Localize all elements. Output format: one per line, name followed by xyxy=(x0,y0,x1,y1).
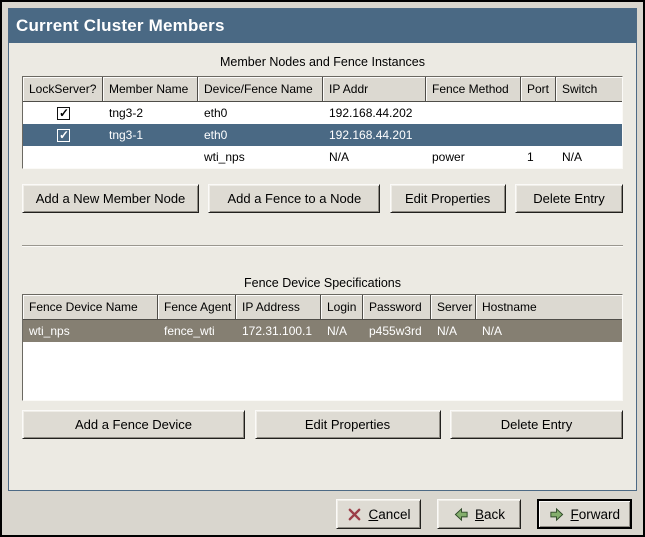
fence-device-table: Fence Device Name Fence Agent IP Address… xyxy=(22,294,623,401)
member-name-cell: tng3-2 xyxy=(109,106,144,120)
lockserver-cell xyxy=(23,146,103,168)
ip-addr-cell: 192.168.44.201 xyxy=(329,128,413,142)
member-name-cell: tng3-1 xyxy=(109,128,144,142)
member-row[interactable]: tng3-2 eth0 192.168.44.202 xyxy=(23,102,622,124)
col-server[interactable]: Server xyxy=(431,295,476,320)
lockserver-cell xyxy=(23,124,103,146)
forward-button[interactable]: Forward xyxy=(537,499,632,529)
port-cell xyxy=(521,124,556,146)
fence-agent-cell: fence_wti xyxy=(164,324,215,338)
fence-method-cell xyxy=(426,102,521,124)
add-fence-device-button[interactable]: Add a Fence Device xyxy=(22,410,245,439)
member-table: LockServer? Member Name Device/Fence Nam… xyxy=(22,76,623,169)
green-arrow-left-icon xyxy=(454,507,469,522)
lockserver-cell xyxy=(23,102,103,124)
lockserver-checkbox[interactable] xyxy=(57,106,70,120)
ip-addr-cell: N/A xyxy=(329,150,350,164)
page-title: Current Cluster Members xyxy=(9,9,636,43)
port-cell xyxy=(521,102,556,124)
col-ip-address[interactable]: IP Address xyxy=(236,295,321,320)
member-name-cell xyxy=(103,146,198,168)
device-fence-cell: wti_nps xyxy=(204,150,245,164)
edit-properties-button[interactable]: Edit Properties xyxy=(254,410,441,439)
fence-table-caption: Fence Device Specifications xyxy=(243,276,402,290)
delete-entry-button[interactable]: Delete Entry xyxy=(514,184,623,213)
col-switch[interactable]: Switch xyxy=(556,77,622,102)
col-ip-addr[interactable]: IP Addr xyxy=(323,77,426,102)
password-cell: p455w3rd xyxy=(369,324,422,338)
edit-properties-button[interactable]: Edit Properties xyxy=(389,184,506,213)
ip-addr-cell: 192.168.44.202 xyxy=(329,106,413,120)
section-separator xyxy=(22,245,623,247)
delete-entry-button[interactable]: Delete Entry xyxy=(450,410,623,439)
fence-buttons: Add a Fence Device Edit Properties Delet… xyxy=(22,410,623,439)
member-table-caption: Member Nodes and Fence Instances xyxy=(220,55,425,69)
red-x-icon xyxy=(347,507,362,522)
col-fence-agent[interactable]: Fence Agent xyxy=(158,295,236,320)
col-login[interactable]: Login xyxy=(321,295,363,320)
server-cell: N/A xyxy=(437,324,458,338)
panel-content: Member Nodes and Fence Instances LockSer… xyxy=(9,55,636,439)
ip-address-cell: 172.31.100.1 xyxy=(242,324,313,338)
main-panel: Current Cluster Members Member Nodes and… xyxy=(8,8,637,491)
fence-device-row[interactable]: wti_nps fence_wti 172.31.100.1 N/A p455w… xyxy=(23,320,622,342)
lockserver-checkbox[interactable] xyxy=(57,128,70,142)
login-cell: N/A xyxy=(327,324,348,338)
member-table-header: LockServer? Member Name Device/Fence Nam… xyxy=(23,77,622,102)
member-row[interactable]: tng3-1 eth0 192.168.44.201 xyxy=(23,124,622,146)
hostname-cell: N/A xyxy=(482,324,503,338)
col-fence-device-name[interactable]: Fence Device Name xyxy=(23,295,158,320)
col-password[interactable]: Password xyxy=(363,295,431,320)
col-fence-method[interactable]: Fence Method xyxy=(426,77,521,102)
col-member-name[interactable]: Member Name xyxy=(103,77,198,102)
cancel-label: Cancel xyxy=(368,506,411,522)
fence-table-header: Fence Device Name Fence Agent IP Address… xyxy=(23,295,622,320)
wizard-footer: Cancel Back Forward xyxy=(2,493,643,535)
col-device-fence-name[interactable]: Device/Fence Name xyxy=(198,77,323,102)
fence-device-name-cell: wti_nps xyxy=(29,324,70,338)
col-lockserver[interactable]: LockServer? xyxy=(23,77,103,102)
switch-cell: N/A xyxy=(562,150,583,164)
col-hostname[interactable]: Hostname xyxy=(476,295,622,320)
back-button[interactable]: Back xyxy=(437,499,522,529)
green-arrow-right-icon xyxy=(549,507,564,522)
member-buttons: Add a New Member Node Add a Fence to a N… xyxy=(22,184,623,213)
port-cell: 1 xyxy=(527,150,534,164)
forward-label: Forward xyxy=(570,506,620,522)
col-port[interactable]: Port xyxy=(521,77,556,102)
switch-cell xyxy=(556,102,622,124)
fence-method-cell: power xyxy=(432,150,465,164)
back-label: Back xyxy=(474,506,505,522)
device-fence-cell: eth0 xyxy=(204,106,228,120)
add-fence-to-node-button[interactable]: Add a Fence to a Node xyxy=(208,184,381,213)
device-fence-cell: eth0 xyxy=(204,128,228,142)
switch-cell xyxy=(556,124,622,146)
fence-method-cell xyxy=(426,124,521,146)
empty-table-area xyxy=(23,342,622,400)
member-row[interactable]: wti_nps N/A power 1 N/A xyxy=(23,146,622,168)
cancel-button[interactable]: Cancel xyxy=(336,499,422,529)
add-member-node-button[interactable]: Add a New Member Node xyxy=(22,184,199,213)
